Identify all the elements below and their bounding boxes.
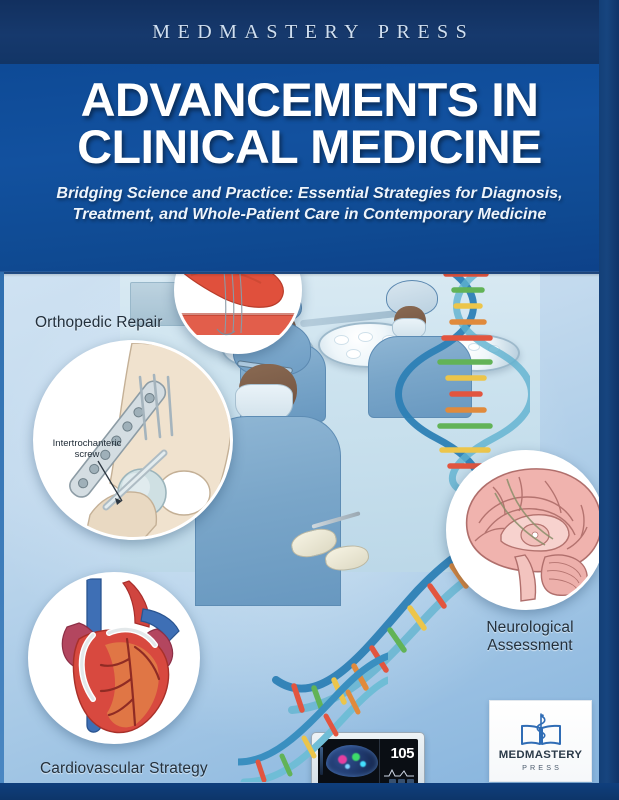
book-caduceus-icon	[520, 712, 561, 745]
neurological-callout	[446, 450, 606, 610]
cardiovascular-callout	[28, 572, 200, 744]
cover-bottom-band	[0, 783, 619, 800]
cover-illustration: 105 26	[0, 272, 619, 783]
hip-fracture-fixation-illustration	[36, 343, 230, 537]
annotation-line-1: Intertrochanteric	[52, 438, 122, 449]
monitor-scale	[320, 747, 323, 775]
neurological-label-line-1: Neurological	[486, 619, 574, 636]
art-top-shadow	[0, 272, 619, 277]
vital-signs-monitor: 105 26	[311, 732, 425, 783]
publisher-band: MEDMASTERY PRESS	[0, 0, 619, 64]
subtitle-line-2: Treatment, and Whole-Patient Care in Con…	[72, 205, 547, 224]
orthopedic-label: Orthopedic Repair	[35, 314, 163, 331]
monitor-right-panel: 105 26	[380, 739, 418, 783]
neurological-label: Neurological Assessment	[470, 619, 590, 656]
page-title: ADVANCEMENTS IN CLINICAL MEDICINE	[0, 73, 619, 173]
cover-spine-edge	[599, 0, 619, 800]
anatomical-heart-illustration	[31, 575, 197, 741]
cover-left-edge	[0, 272, 4, 783]
sagittal-brain-illustration	[449, 453, 603, 607]
cardiovascular-label: Cardiovascular Strategy	[40, 760, 208, 777]
publisher-name: MEDMASTERY PRESS	[152, 20, 475, 43]
publisher-logo: MEDMASTERY PRESS	[489, 700, 592, 782]
annotation-line-2: screw	[74, 448, 100, 460]
monitor-indicator-bars	[389, 779, 414, 783]
monitor-screen: 105 26	[318, 739, 418, 783]
title-line-1: ADVANCEMENTS IN	[80, 73, 539, 126]
title-band: ADVANCEMENTS IN CLINICAL MEDICINE Bridgi…	[0, 64, 619, 274]
orthopedic-repair-callout: Intertrochanteric screw	[33, 340, 233, 540]
monitor-left-panel	[318, 739, 380, 783]
subtitle-line-1: Bridging Science and Practice: Essential…	[56, 184, 563, 203]
logo-brand-name: MEDMASTERY	[498, 748, 583, 761]
brain-scan-display	[326, 745, 378, 777]
logo-brand-subtitle: PRESS	[522, 763, 562, 773]
heart-rate-value: 105	[390, 745, 414, 762]
secondary-waveform	[384, 768, 414, 777]
dna-double-helix-illustration	[238, 652, 388, 782]
orthopedic-annotation: Intertrochanteric screw	[44, 438, 130, 460]
title-line-2: CLINICAL MEDICINE	[77, 119, 542, 173]
book-subtitle: Bridging Science and Practice: Essential…	[0, 183, 619, 226]
neurological-label-line-2: Assessment	[487, 637, 573, 655]
